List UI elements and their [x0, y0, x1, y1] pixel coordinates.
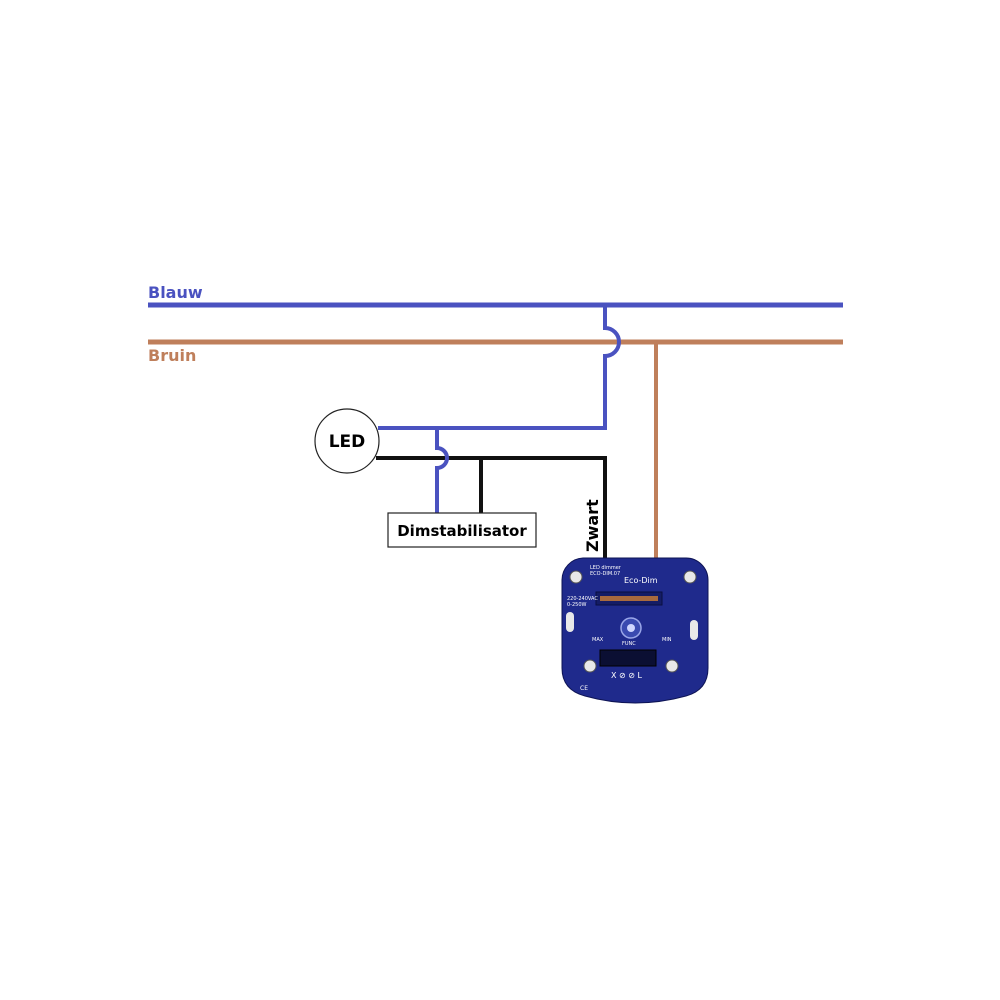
- black-wire: [376, 456, 607, 558]
- dimmer-spec-line2: 0-250W: [567, 602, 587, 608]
- dimmer-terminal-labels: X ⊘ ⊘ L: [611, 671, 643, 680]
- dimmer-unit: LED dimmer ECO-DIM.07 Eco-Dim 220-240VAC…: [561, 557, 709, 704]
- dimmer-max-label: MAX: [592, 637, 604, 643]
- screw-icon: [569, 570, 583, 584]
- dimmer-model-line2: ECO-DIM.07: [590, 571, 620, 577]
- mount-slot: [566, 612, 574, 632]
- stabilizer-box: [387, 512, 537, 548]
- dimmer-model-line1: LED dimmer: [590, 565, 622, 571]
- blue-wire-label: Blauw: [148, 283, 203, 302]
- screw-icon: [665, 659, 679, 673]
- dimmer-cert-label: CE: [580, 685, 588, 692]
- brown-wire-label: Bruin: [148, 346, 196, 365]
- dimmer-terminal-block: [599, 649, 657, 667]
- stabilizer-blue-lead: [435, 428, 449, 513]
- screw-icon: [583, 659, 597, 673]
- screw-icon: [683, 570, 697, 584]
- dimmer-copper-strip: [600, 596, 658, 601]
- led-label: LED: [329, 432, 366, 452]
- black-wire-label: Zwart: [583, 499, 602, 552]
- stabilizer-label: Dimstabilisator: [397, 522, 527, 540]
- dimmer-min-label: MIN: [662, 637, 672, 643]
- dimmer-func-label: FUNC: [622, 641, 636, 647]
- led-lamp: [314, 408, 380, 474]
- dimmer-knob-center: [627, 624, 635, 632]
- blue-drop-wire: [378, 305, 621, 430]
- mount-slot: [690, 620, 698, 640]
- dimmer-brand: Eco-Dim: [624, 576, 658, 585]
- dimmer-spec-line1: 220-240VAC: [567, 596, 598, 602]
